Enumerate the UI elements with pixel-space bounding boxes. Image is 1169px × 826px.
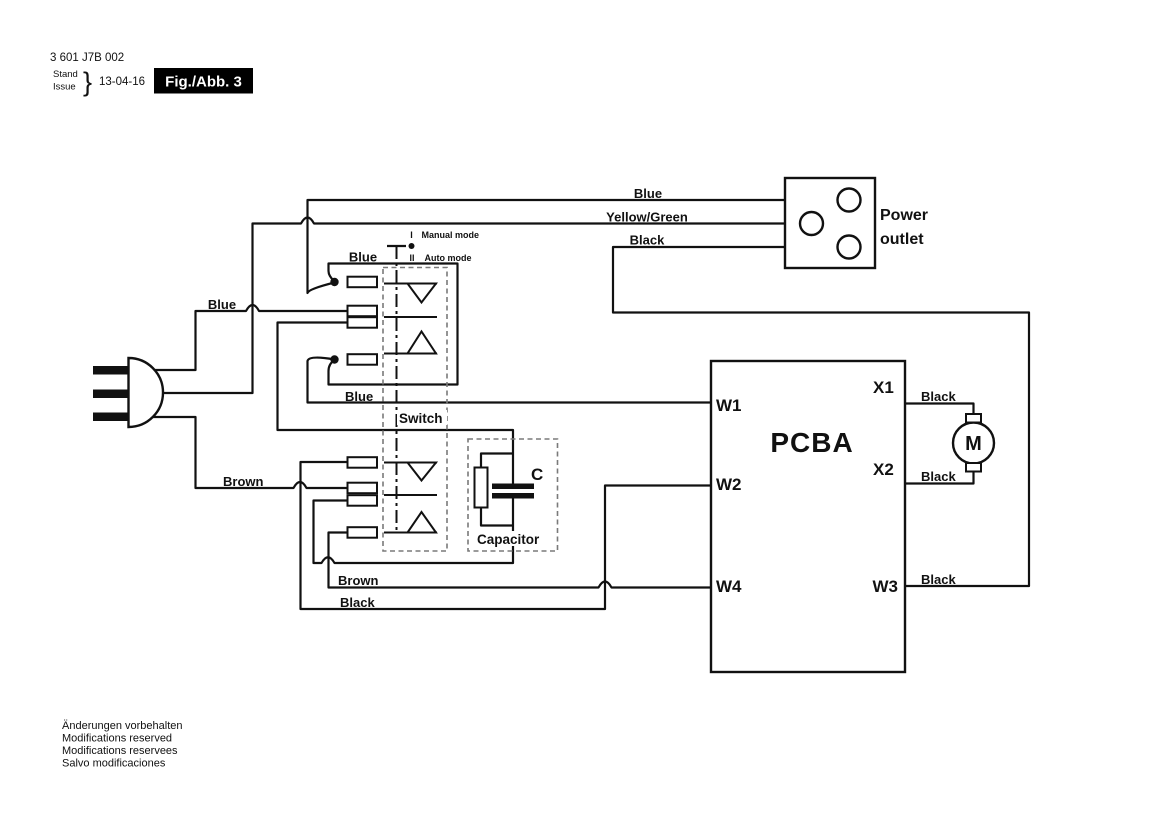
motor-terminal-bottom [965, 462, 982, 473]
label-blue-outlet: Blue [634, 186, 662, 201]
wire-brown-plug [150, 415, 347, 490]
wire-x2-motor [906, 471, 975, 485]
figure-badge [154, 68, 253, 94]
label-pcba: PCBA [770, 427, 853, 458]
wire-yellow-green [150, 216, 800, 395]
outlet-pin-middle [798, 210, 825, 237]
label-yellow-green: Yellow/Green [606, 210, 688, 225]
terminal-upper-c [346, 353, 378, 366]
motor-terminal-top [965, 413, 982, 424]
stand-label: Stand [53, 69, 78, 80]
wire-blue-outlet [306, 198, 838, 295]
wire-black-outlet-w3 [611, 245, 1031, 588]
wire-loop-upper [327, 262, 459, 386]
plug-prong-middle [93, 389, 129, 398]
labels: 3 601 J7B 002 Stand Issue } 13-04-16 Fig… [50, 52, 982, 770]
label-black-w2: Black [340, 595, 375, 610]
wire-blue-plug [150, 303, 347, 372]
label-blue-w1: Blue [345, 389, 373, 404]
wire-resistor-branch [479, 452, 513, 527]
label-brown-plug: Brown [223, 474, 264, 489]
label-outlet: outlet [880, 231, 924, 248]
wire-blue-w1 [306, 356, 711, 404]
wire-brown-w4 [327, 531, 711, 589]
label-mode1-numeral: I [410, 230, 413, 240]
label-black-x2: Black [921, 469, 956, 484]
outlet-pin-bottom [836, 234, 862, 260]
label-black-x1: Black [921, 389, 956, 404]
label-w1: W1 [716, 396, 742, 415]
lower-contact-down-triangle [405, 461, 439, 483]
label-w3: W3 [873, 577, 899, 596]
figure-label: Fig./Abb. 3 [165, 74, 242, 91]
issue-date: 13-04-16 [99, 76, 145, 88]
capacitor-plate-bottom [492, 493, 534, 499]
label-w2: W2 [716, 475, 742, 494]
footer-line-1: Änderungen vorbehalten [62, 720, 182, 732]
capacitor-plate-top [492, 483, 534, 489]
outlet-box [783, 176, 877, 270]
switch-assembly [382, 243, 448, 552]
crimp-dot-upper-c [330, 355, 339, 364]
label-black-outlet: Black [630, 233, 665, 248]
label-mode2-numeral: II [409, 253, 414, 263]
footer-line-4: Salvo modificaciones [62, 758, 166, 770]
pcba-box [709, 359, 907, 674]
label-capacitor-symbol: C [531, 465, 543, 484]
terminal-lower-4 [346, 526, 378, 539]
terminal-lower-3 [346, 494, 378, 507]
label-capacitor: Capacitor [477, 532, 540, 547]
plug-prong-top [93, 366, 129, 375]
footer-line-3: Modifications reservees [62, 745, 178, 757]
wire-capacitor-top [276, 321, 515, 484]
plug-body [127, 356, 165, 429]
outlet-pin-top [836, 187, 862, 213]
label-black-w3: Black [921, 572, 956, 587]
terminal-upper-a [346, 275, 378, 289]
wires [150, 198, 1031, 611]
header-brace: } [83, 67, 92, 97]
part-number: 3 601 J7B 002 [50, 52, 124, 64]
connector-terminals [330, 275, 378, 539]
power-outlet [783, 176, 877, 270]
resistor-body [473, 466, 489, 509]
motor [951, 413, 996, 473]
switch-dashed-box [382, 266, 448, 552]
label-brown-w4: Brown [338, 573, 379, 588]
switch-mode-dot [408, 243, 415, 249]
terminal-upper-b1 [346, 304, 378, 318]
label-blue-terminal: Blue [349, 250, 377, 265]
upper-contact-up-triangle [405, 329, 438, 355]
mains-plug [93, 356, 165, 429]
capacitor-module [467, 438, 559, 552]
label-x2: X2 [873, 460, 894, 479]
switch-label-bg [397, 410, 447, 425]
capacitor-label-bg [476, 531, 545, 546]
terminal-lower-1 [346, 456, 378, 469]
label-w4: W4 [716, 577, 742, 596]
footer-line-2: Modifications reserved [62, 733, 172, 745]
wire-black-w2 [299, 460, 711, 611]
pcba-module [709, 359, 907, 674]
lower-contact-up-triangle [405, 510, 438, 534]
label-power: Power [880, 207, 928, 224]
upper-contact-down-triangle [405, 282, 439, 305]
terminal-lower-2 [346, 481, 378, 495]
issue-label: Issue [53, 82, 76, 93]
label-mode2: Auto mode [425, 253, 472, 263]
label-blue-plug: Blue [208, 297, 236, 312]
label-x1: X1 [873, 378, 894, 397]
label-switch: Switch [399, 411, 443, 426]
crimp-dot-upper-a [330, 277, 339, 287]
wire-capacitor-bottom [312, 498, 515, 565]
plug-prong-bottom [93, 412, 129, 421]
capacitor-dashed-box [467, 438, 559, 552]
wire-x1-motor [906, 402, 975, 414]
label-motor: M [965, 433, 982, 455]
label-mode1: Manual mode [422, 230, 480, 240]
terminal-upper-b2 [346, 316, 378, 329]
